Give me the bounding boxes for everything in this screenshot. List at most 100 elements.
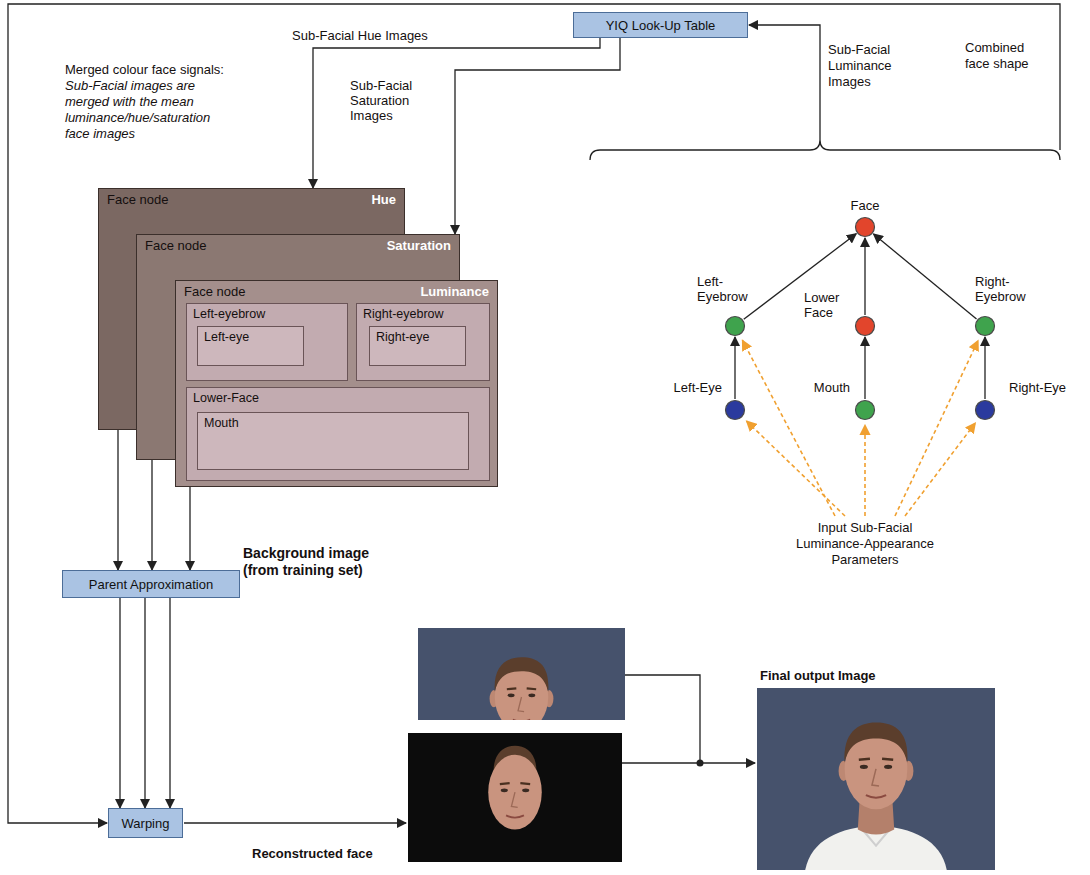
process-box: Warping: [108, 808, 183, 838]
merge-dot: [697, 760, 704, 767]
connector-arrow: [744, 234, 856, 320]
node-label: Parent Approximation: [89, 577, 213, 592]
lookup-table-box: YIQ Look-Up Table: [573, 12, 748, 38]
tree-node-circle: [974, 315, 996, 337]
label-anchor: Input Sub-Facial Luminance-Appearance Pa…: [790, 520, 940, 568]
node-label: Face node: [145, 238, 206, 254]
node-label: Face node: [107, 192, 168, 208]
merge-line: [622, 762, 755, 763]
tree-node: Left-Eye: [724, 399, 746, 421]
tree-node-disc: [856, 317, 875, 336]
node-text-box: Left-eye: [198, 327, 303, 345]
tree-node-disc: [726, 401, 745, 420]
merge-line: [625, 675, 700, 763]
node-label-anchor: Mouth: [800, 380, 850, 395]
connector-arrow: [117, 430, 118, 570]
node-label: Mouth: [800, 380, 850, 395]
leader-line: [905, 423, 975, 516]
edge-label-anchor: Sub-Facial Saturation Images: [350, 78, 445, 123]
node-text-box: Face node Hue: [99, 189, 404, 208]
reconstructed-photo: [408, 717, 622, 875]
node-label: Right-Eye: [1009, 380, 1071, 395]
tree-node-disc: [976, 317, 995, 336]
node-label-anchor: Face: [835, 198, 895, 213]
node-label: Left-eyebrow: [193, 307, 341, 322]
channel-name: Saturation: [387, 238, 451, 254]
connector-arrow: [864, 337, 865, 399]
tree-node-disc: [726, 317, 745, 336]
tree-node-circle: [854, 315, 876, 337]
node-label: Face: [835, 198, 895, 213]
label-anchor: Combined face shape: [965, 40, 1045, 72]
annotation-text: Sub-Facial images are merged with the me…: [65, 78, 225, 142]
node-text-box: Face node Saturation: [137, 235, 459, 254]
node-label-anchor: Left-Eye: [664, 380, 722, 395]
node-label: Mouth: [204, 416, 462, 431]
channel-name: Luminance: [420, 284, 489, 300]
tree-node: Mouth: [854, 399, 876, 421]
node-text-box: Face node Luminance: [176, 281, 497, 300]
connector-arrow: [864, 238, 865, 315]
tree-node-disc: [856, 218, 875, 237]
node-label-anchor: Right-Eye: [1009, 380, 1071, 395]
connector-arrow: [984, 337, 985, 399]
sub-facial-region: Lower-FaceMouth: [186, 387, 490, 481]
leader-line: [742, 340, 835, 516]
sub-facial-region: Left-eyebrowLeft-eye: [186, 303, 348, 381]
node-label: Right-Eyebrow: [975, 274, 1035, 304]
node-label-anchor: Left-Eyebrow: [697, 274, 757, 304]
connector-arrow: [119, 598, 120, 808]
edge-label-anchor: Sub-Facial Hue Images: [292, 28, 452, 43]
annotation-text: Reconstructed face: [252, 846, 402, 862]
tree-node-circle: [854, 216, 876, 238]
node-text-box: YIQ Look-Up Table: [574, 13, 747, 37]
label-anchor: Background image (from training set): [243, 545, 393, 579]
connector-arrow: [189, 487, 190, 570]
tree-node-circle: [974, 399, 996, 421]
node-text-box: Right-eye: [370, 327, 465, 345]
node-label: Left-Eye: [664, 380, 722, 395]
sub-facial-region: Mouth: [197, 412, 469, 470]
tree-node: Lower Face: [854, 315, 876, 337]
leader-line: [747, 421, 846, 516]
node-text-box: Warping: [109, 809, 182, 837]
sub-facial-region: Right-eye: [369, 326, 466, 366]
node-label: Right-eyebrow: [363, 307, 483, 322]
label-anchor: Sub-Facial images are merged with the me…: [65, 78, 225, 142]
annotation-text: Background image (from training set): [243, 545, 393, 579]
process-box: Parent Approximation: [62, 570, 240, 598]
connector-arrow: [734, 337, 735, 399]
connector-arrow: [144, 598, 145, 808]
label-anchor: Reconstructed face: [252, 846, 402, 862]
node-label: Lower Face: [804, 290, 850, 320]
node-label: Left-eye: [204, 330, 297, 345]
node-text-box: Parent Approximation: [63, 571, 239, 597]
tree-node: Face: [854, 216, 876, 238]
label-anchor: Final output Image: [760, 668, 910, 684]
node-label: Warping: [122, 816, 170, 831]
tree-node: Right-Eye: [974, 399, 996, 421]
label-anchor: Sub-Facial Luminance Images: [828, 42, 908, 90]
edge-label: Sub-Facial Hue Images: [292, 28, 428, 43]
annotation-text: Combined face shape: [965, 40, 1045, 72]
tree-node-circle: [724, 315, 746, 337]
tree-brace: [590, 140, 1060, 160]
node-text-box: Lower-Face: [187, 388, 489, 406]
label-anchor: Merged colour face signals:: [65, 62, 280, 78]
connector-arrow: [313, 38, 600, 188]
node-label-anchor: Lower Face: [804, 290, 850, 320]
tree-node-disc: [976, 401, 995, 420]
channel-name: Hue: [371, 192, 396, 208]
luminance-output-line: [749, 25, 820, 140]
connector-arrow: [151, 460, 152, 570]
annotation-text: Input Sub-Facial Luminance-Appearance Pa…: [790, 520, 940, 568]
node-label: Face node: [184, 284, 245, 300]
node-text-box: Mouth: [198, 413, 468, 431]
annotation-text: Final output Image: [760, 668, 910, 684]
annotation-text: Sub-Facial Luminance Images: [828, 42, 908, 90]
leader-line: [864, 425, 866, 516]
node-label: Lower-Face: [193, 391, 483, 406]
tree-node-circle: [854, 399, 876, 421]
warp-output-line: [184, 822, 406, 823]
